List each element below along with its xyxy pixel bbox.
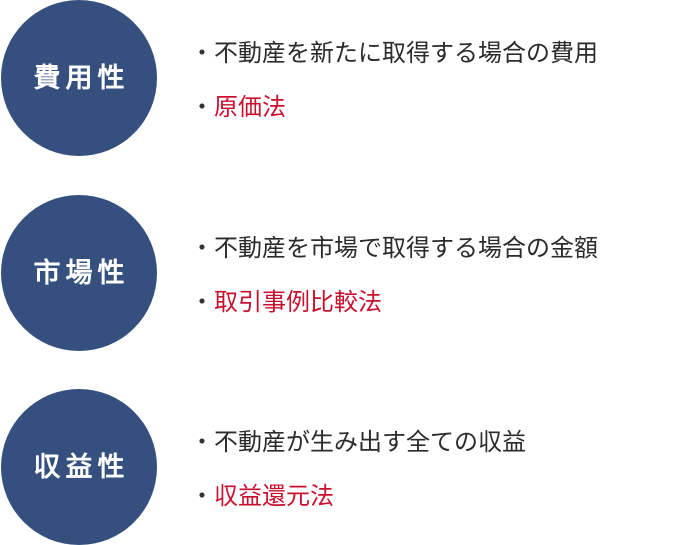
circle-label: 収益性	[33, 451, 130, 483]
method-text: 原価法	[214, 93, 286, 121]
description-line: ・ 不動産を市場で取得する場合の金額	[190, 232, 598, 264]
circle-label: 費用性	[33, 62, 130, 94]
row-market: 市場性 ・ 不動産を市場で取得する場合の金額 ・ 取引事例比較法	[0, 195, 680, 351]
description-text: 不動産が生み出す全ての収益	[214, 428, 526, 456]
description-line: ・ 不動産を新たに取得する場合の費用	[190, 37, 598, 69]
circle-label: 市場性	[33, 257, 130, 289]
description-text: 不動産を市場で取得する場合の金額	[214, 234, 598, 262]
method-line: ・ 収益還元法	[190, 480, 334, 512]
method-text: 取引事例比較法	[214, 288, 382, 316]
circle-badge-income: 収益性	[1, 389, 157, 545]
description-text: 不動産を新たに取得する場合の費用	[214, 39, 598, 67]
circle-badge-cost: 費用性	[1, 0, 157, 156]
circle-badge-market: 市場性	[1, 195, 157, 351]
method-text: 収益還元法	[214, 482, 334, 510]
bullet-icon: ・	[190, 288, 214, 316]
bullet-icon: ・	[190, 428, 214, 456]
bullet-icon: ・	[190, 93, 214, 121]
method-line: ・ 取引事例比較法	[190, 286, 382, 318]
bullet-icon: ・	[190, 482, 214, 510]
row-income: 収益性 ・ 不動産が生み出す全ての収益 ・ 収益還元法	[0, 389, 680, 545]
method-line: ・ 原価法	[190, 91, 286, 123]
description-line: ・ 不動産が生み出す全ての収益	[190, 426, 526, 458]
row-cost: 費用性 ・ 不動産を新たに取得する場合の費用 ・ 原価法	[0, 0, 680, 156]
bullet-icon: ・	[190, 234, 214, 262]
bullet-icon: ・	[190, 39, 214, 67]
